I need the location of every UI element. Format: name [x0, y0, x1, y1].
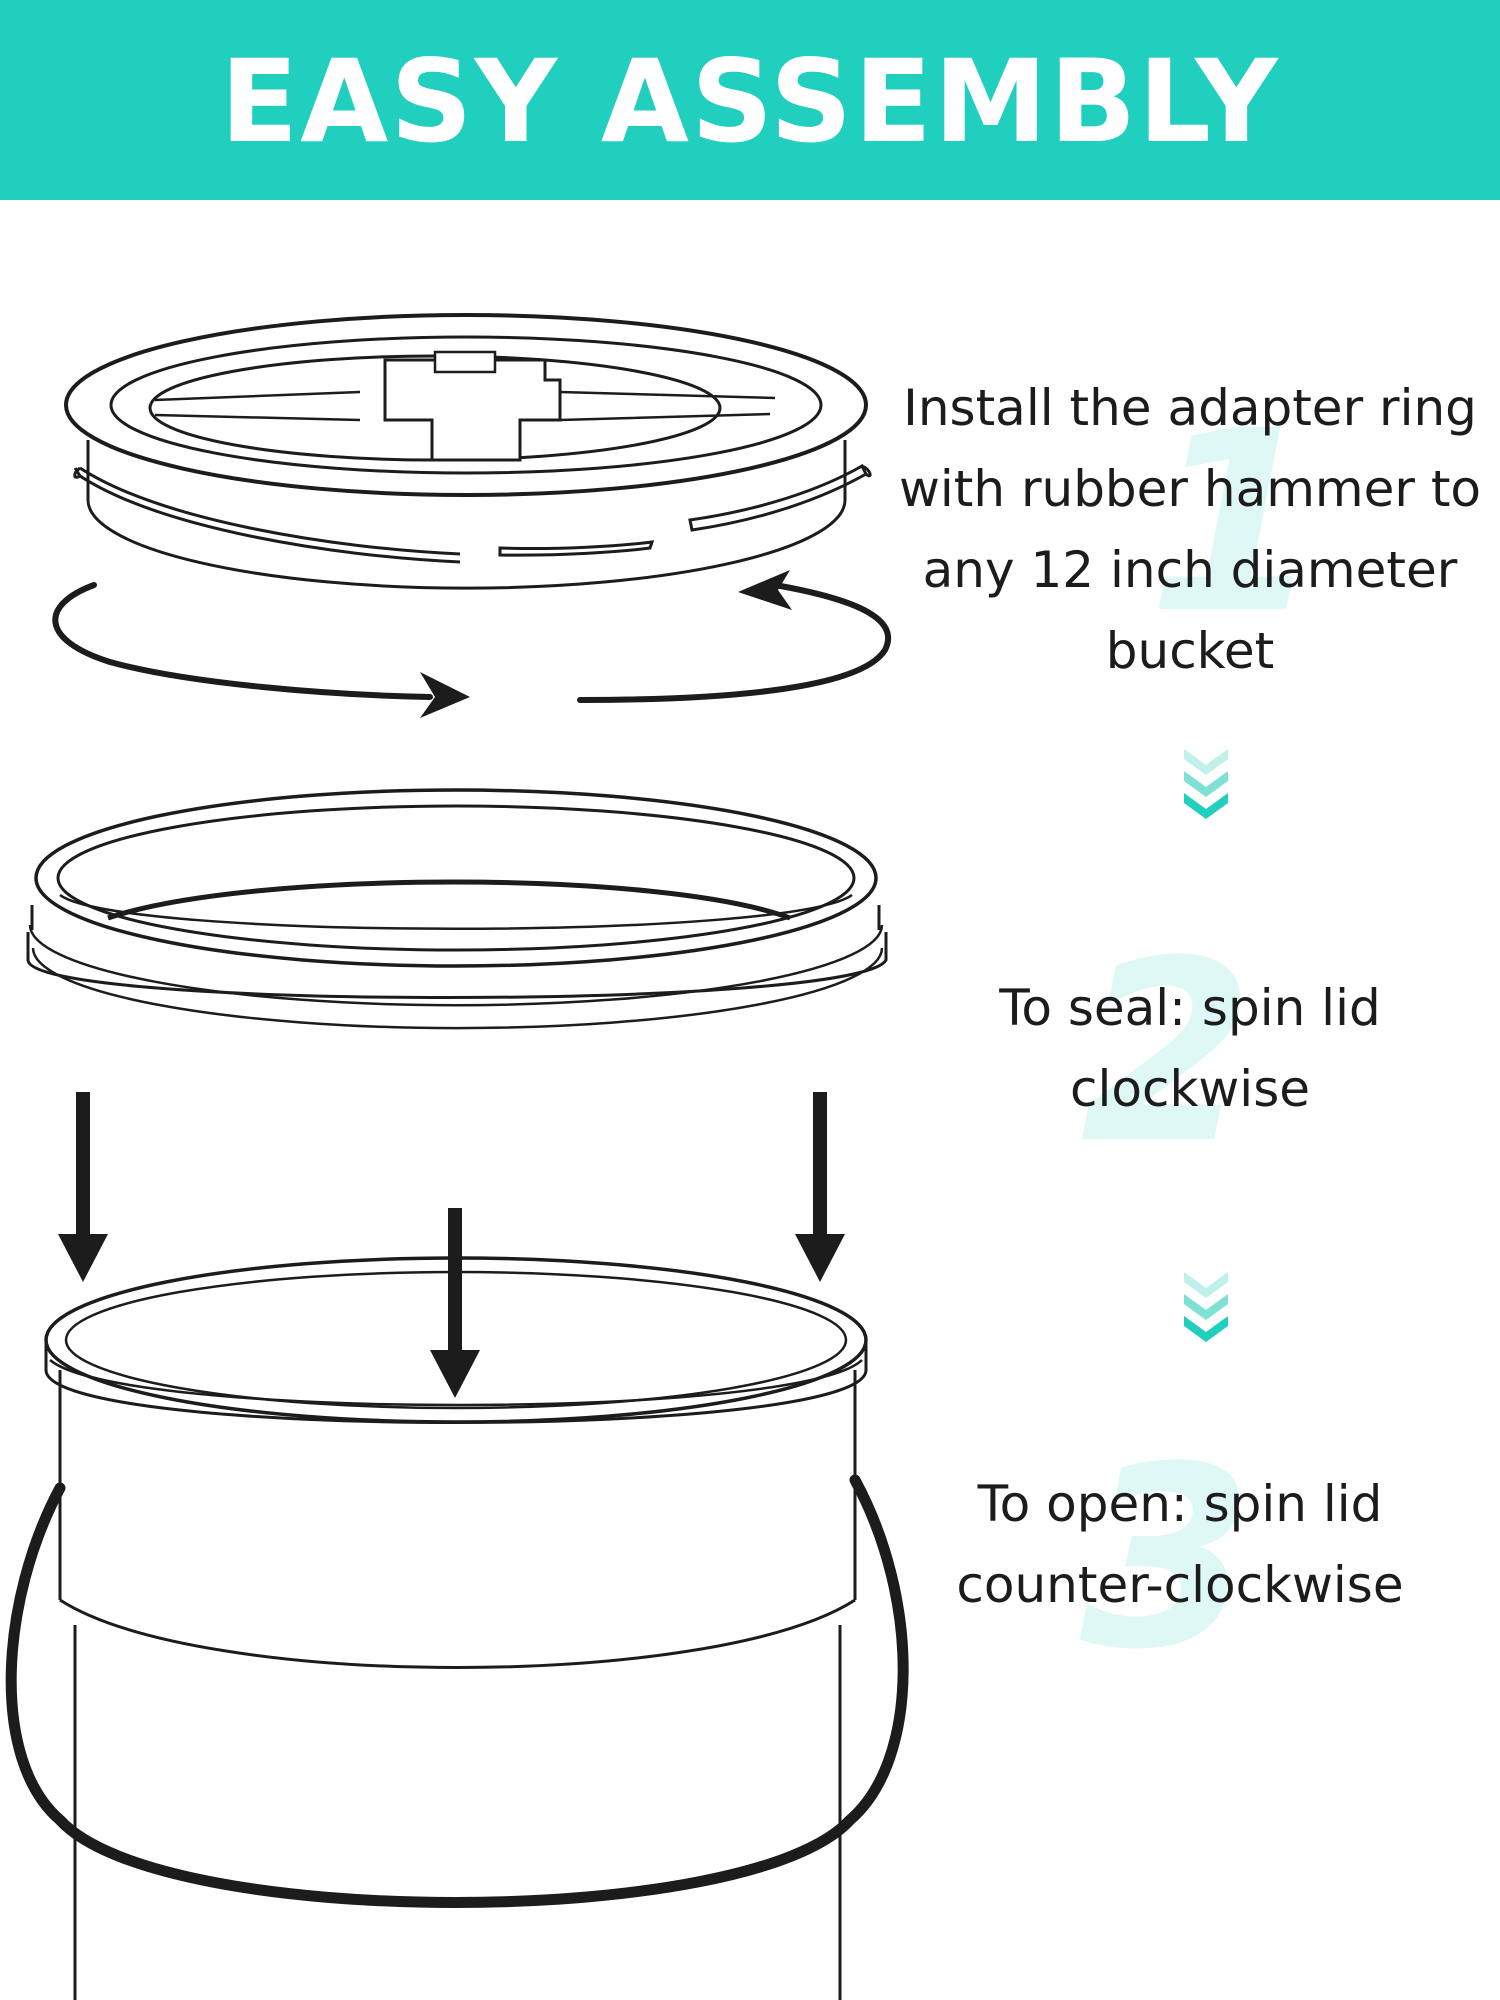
rotation-arrowheads: [420, 570, 792, 718]
arrow-down-icon: [58, 1092, 108, 1282]
step-text: Install the adapter ring with rubber ham…: [898, 379, 1482, 680]
triple-chevron-down-icon: [1184, 1272, 1228, 1342]
step-text: To seal: spin lid clockwise: [999, 979, 1381, 1118]
gamma-lid-drawing: [64, 313, 872, 590]
triple-chevron-down-icon: [1184, 749, 1228, 819]
rotation-arrows-icon: [52, 582, 892, 703]
step-3: 3 To open: spin lid counter-clockwise: [870, 1434, 1490, 1684]
step-number: 3: [1080, 1413, 1254, 1704]
header-banner: EASY ASSEMBLY: [0, 0, 1500, 200]
step-number: 2: [1080, 907, 1254, 1198]
step-number: 1: [1148, 377, 1322, 668]
arrow-down-icon: [430, 1208, 480, 1398]
adapter-ring-drawing: [26, 788, 888, 1030]
arrow-down-icon: [795, 1092, 845, 1282]
step-text: To open: spin lid counter-clockwise: [956, 1475, 1404, 1614]
down-arrows: [58, 1092, 845, 1398]
step-2: 2 To seal: spin lid clockwise: [880, 928, 1500, 1178]
page-title: EASY ASSEMBLY: [220, 35, 1280, 168]
step-1: 1 Install the adapter ring with rubber h…: [880, 368, 1500, 692]
